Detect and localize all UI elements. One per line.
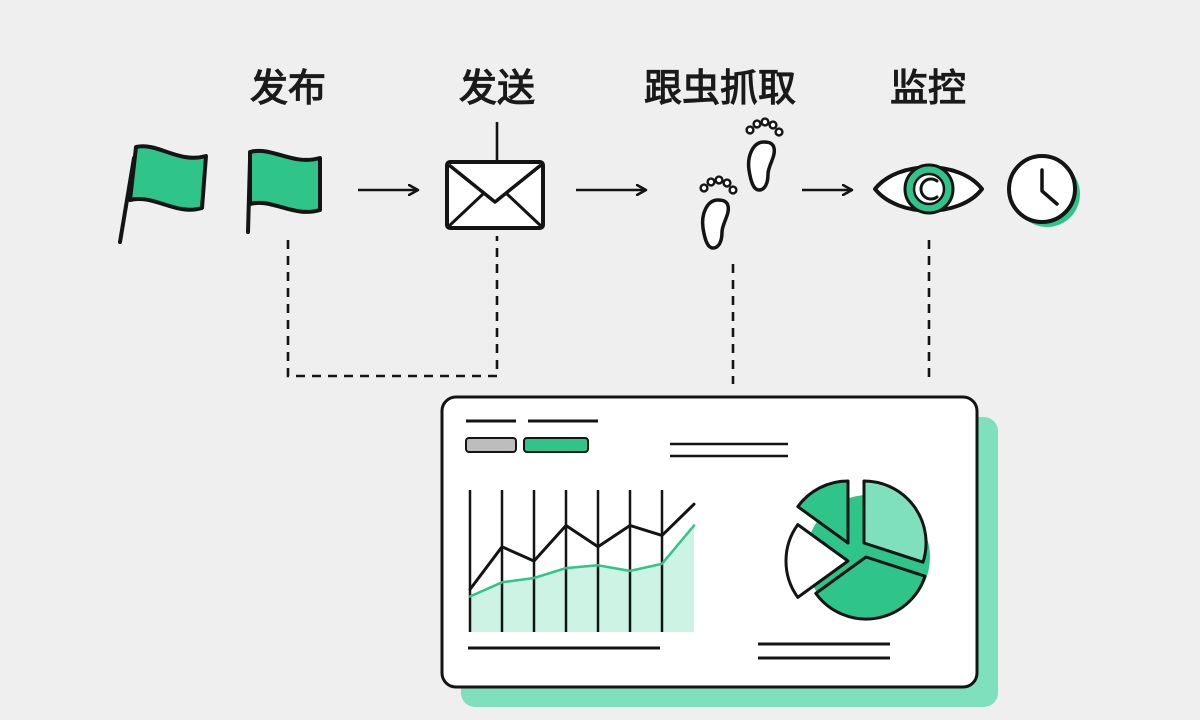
pie-slice-3 bbox=[784, 523, 850, 599]
series-line-2 bbox=[468, 524, 696, 598]
series-line-1 bbox=[468, 502, 696, 591]
eye-icon bbox=[873, 163, 984, 215]
pie-slice-4 bbox=[796, 479, 850, 545]
flag-icon bbox=[118, 144, 208, 244]
area-fill bbox=[470, 525, 694, 632]
legend-swatch-gray bbox=[465, 437, 517, 453]
pie-slice-1 bbox=[862, 479, 928, 564]
line-chart bbox=[468, 490, 696, 632]
clock-icon bbox=[1007, 154, 1080, 227]
legend-swatch-green bbox=[523, 437, 589, 453]
step-label-monitor: 监控 bbox=[889, 66, 967, 110]
footprints-icon bbox=[699, 117, 784, 250]
step-label-publish: 发布 bbox=[249, 66, 327, 110]
envelope-icon bbox=[445, 160, 545, 230]
pie-slice-2 bbox=[814, 555, 927, 621]
step-label-send: 发送 bbox=[458, 66, 536, 110]
pie-chart bbox=[784, 479, 930, 621]
flag-icon-secondary bbox=[246, 148, 322, 234]
connector-publish-send bbox=[286, 236, 499, 378]
step-label-crawl: 跟虫抓取 bbox=[643, 66, 797, 110]
dashboard-panel bbox=[440, 395, 998, 707]
